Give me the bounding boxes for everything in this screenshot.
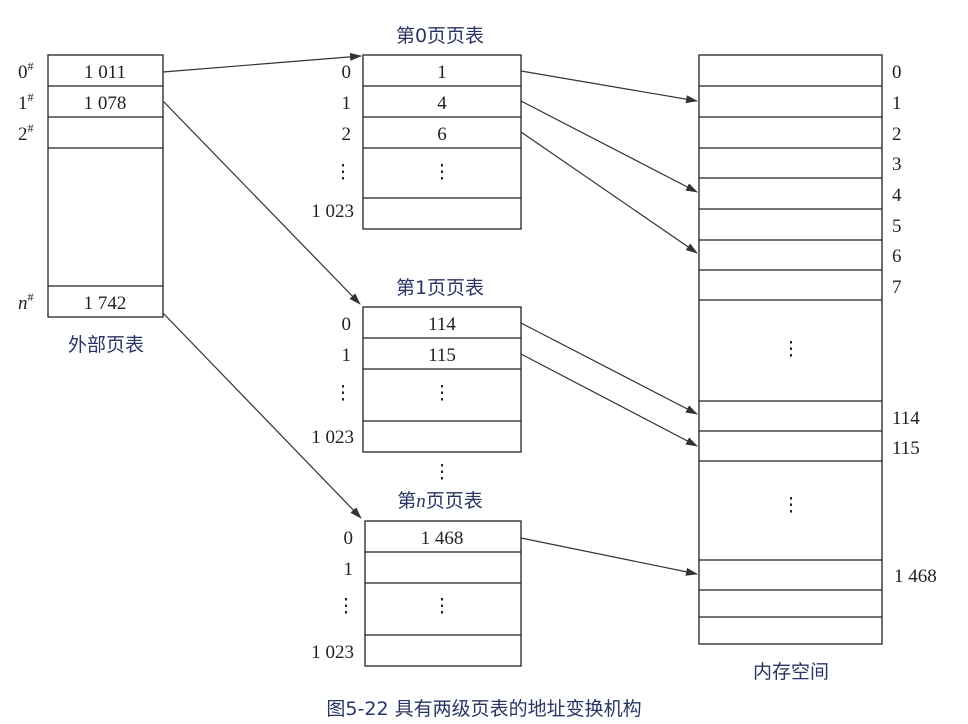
page-table-n: 第n页页表 1 468 ⋮ 0 1 ⋮ 1 023: [311, 490, 522, 667]
arrow-outern-to-tablen: [162, 312, 362, 519]
figure-caption: 图5-22 具有两级页表的地址变换机构: [326, 698, 641, 720]
memory-frame-label: 7: [892, 277, 902, 298]
page-table-frame-value: 4: [437, 93, 447, 114]
page-table-index-ellipsis: ⋮: [334, 383, 353, 404]
arrow-page-to-frame-6: [520, 131, 698, 254]
memory-ellipsis: ⋮: [782, 495, 801, 516]
memory-border: [698, 54, 883, 645]
page-table-index: 1: [342, 93, 352, 114]
page-table-index: 0: [342, 314, 352, 335]
page-table-index: 0: [342, 62, 352, 83]
page-table-frame-value: 114: [428, 314, 456, 335]
memory-frame-label: 114: [892, 408, 920, 429]
page-table-index: 2: [342, 124, 352, 145]
memory-frame-label: 6: [892, 246, 902, 267]
outer-entry-label: n#: [18, 290, 34, 314]
memory-frame-label: 0: [892, 62, 902, 83]
arrow-page-to-frame-1: [520, 70, 698, 104]
page-table-index: 1: [342, 345, 352, 366]
page-table-index-ellipsis: ⋮: [337, 596, 356, 617]
page-table-border: [364, 520, 522, 667]
memory-title: 内存空间: [753, 661, 829, 683]
outer-entry-value: 1 742: [84, 293, 127, 314]
page-table-frame-value: 115: [428, 345, 456, 366]
page-table-index: 1: [344, 559, 354, 580]
outer-table-border: [47, 54, 164, 318]
more-page-tables-ellipsis: ⋮: [433, 462, 452, 483]
outer-page-table: 1 011 1 078 1 742 0# 1# 2# n# 外部页表: [18, 54, 164, 356]
arrow-page-to-frame-4: [520, 100, 698, 193]
outer-entry-label: 1#: [18, 90, 34, 114]
memory-frame-label: 1: [892, 93, 902, 114]
outer-entry-label: 2#: [18, 121, 34, 145]
page-table-ellipsis: ⋮: [433, 383, 452, 404]
memory-frame-label: 3: [892, 154, 902, 175]
memory-frame-label: 4: [892, 185, 902, 206]
outer-entry-value: 1 011: [84, 62, 126, 83]
outer-table-title: 外部页表: [68, 334, 144, 356]
page-table-1: 第1页页表 114 115 ⋮ 0 1 ⋮ 1 023: [311, 277, 522, 453]
mapping-arrows: [162, 52, 698, 576]
page-table-ellipsis: ⋮: [433, 596, 452, 617]
arrow-outer0-to-table0: [162, 52, 362, 73]
arrow-page-to-frame-1468: [520, 537, 698, 576]
page-table-0: 第0页页表 1 4 6 ⋮ 0 1 2 ⋮ 1 023: [311, 25, 522, 230]
page-table-index: 1 023: [311, 642, 354, 663]
page-table-frame-value: 6: [437, 124, 447, 145]
page-table-title: 第1页页表: [396, 277, 484, 299]
arrow-outer1-to-table1: [162, 100, 361, 305]
page-table-border: [362, 54, 522, 230]
arrow-page-to-frame-115: [520, 353, 698, 447]
page-table-title: 第n页页表: [397, 490, 483, 512]
memory-ellipsis: ⋮: [782, 339, 801, 360]
page-table-index-ellipsis: ⋮: [334, 162, 353, 183]
memory-space: ⋮ ⋮ 0 1 2 3 4 5 6 7 114 115 1 468 内存空间: [698, 54, 937, 683]
page-table-index: 0: [344, 528, 354, 549]
page-table-index: 1 023: [311, 427, 354, 448]
page-table-ellipsis: ⋮: [433, 162, 452, 183]
memory-frame-label: 2: [892, 124, 902, 145]
page-table-frame-value: 1 468: [421, 528, 464, 549]
memory-frame-label: 5: [892, 216, 902, 237]
arrow-page-to-frame-114: [520, 322, 698, 415]
memory-frame-label: 1 468: [894, 566, 937, 587]
page-table-index: 1 023: [311, 201, 354, 222]
page-table-title: 第0页页表: [396, 25, 484, 47]
memory-frame-label: 115: [892, 438, 920, 459]
page-table-frame-value: 1: [437, 62, 447, 83]
outer-entry-label: 0#: [18, 59, 34, 83]
page-table-border: [362, 306, 522, 453]
outer-entry-value: 1 078: [84, 93, 127, 114]
